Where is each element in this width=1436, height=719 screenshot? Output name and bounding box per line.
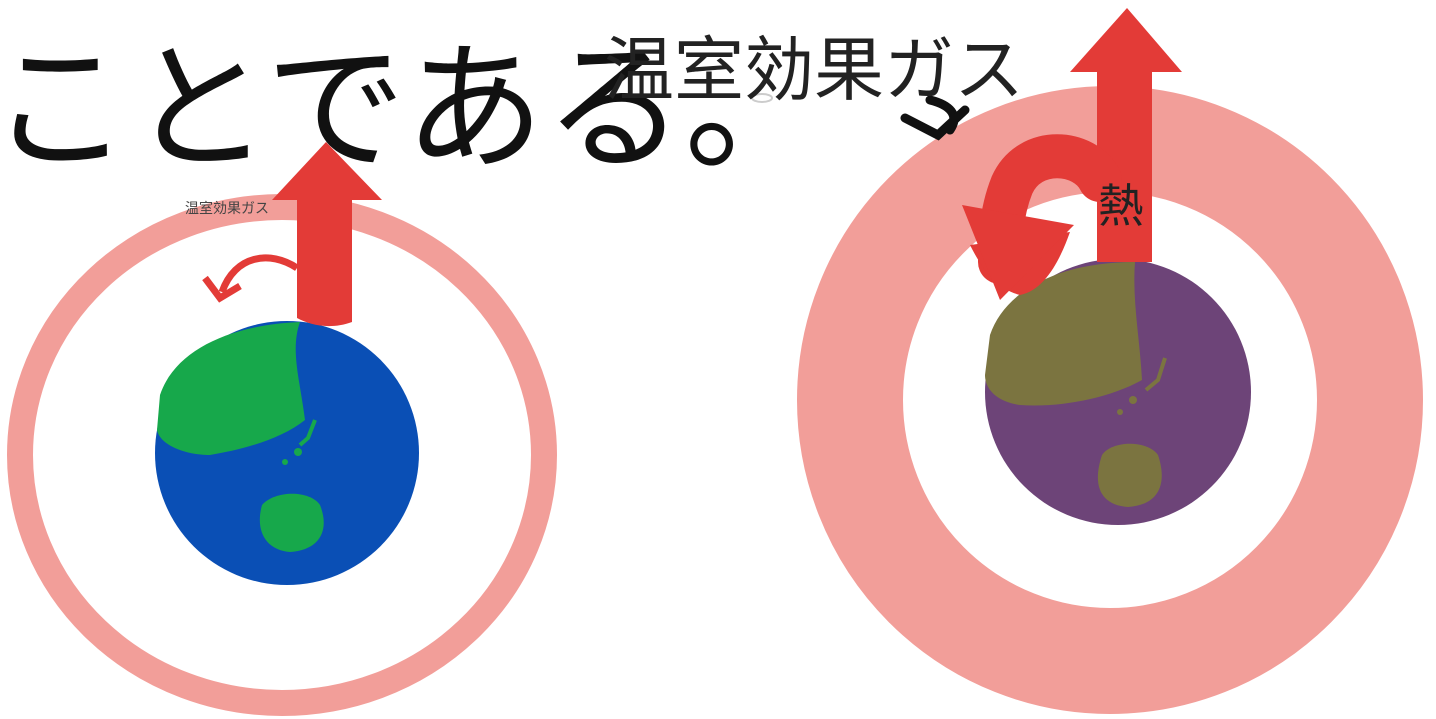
left-gas-layer (7, 194, 557, 716)
right-land-south (1097, 443, 1162, 507)
headline-text: ことである。 (0, 28, 825, 191)
pointer-arrow-icon (900, 95, 970, 141)
right-island (1129, 396, 1137, 404)
left-land-south (259, 493, 324, 552)
earth-icon (985, 259, 1251, 525)
right-land-continent (985, 262, 1142, 406)
heat-arrow-icon (272, 142, 382, 327)
right-islands-chain (1144, 357, 1167, 392)
right-heat-arrow-head (1070, 8, 1182, 72)
left-gas-label: 温室効果ガス (185, 201, 269, 217)
left-island (282, 459, 288, 465)
left-island (294, 448, 302, 456)
left-reflect-head (202, 275, 242, 303)
left-reflect-curve (218, 254, 299, 294)
stray-mark (751, 93, 773, 103)
right-figure (751, 8, 1423, 714)
earth-icon (155, 321, 419, 585)
curved-arrow-icon (962, 134, 1122, 300)
left-land-continent (157, 322, 305, 455)
left-heat-arrow-head (272, 142, 382, 200)
heat-label: 熱 (1098, 179, 1144, 233)
curved-arrow-icon (202, 254, 299, 303)
right-reflect-head (962, 205, 1074, 300)
left-heat-arrow-shaft (297, 200, 352, 327)
left-figure (7, 142, 557, 716)
right-island (1117, 409, 1123, 415)
pointer-arrow-head (900, 105, 970, 141)
right-gas-label: 温室効果ガス (604, 29, 1024, 111)
left-islands-chain (298, 419, 317, 447)
